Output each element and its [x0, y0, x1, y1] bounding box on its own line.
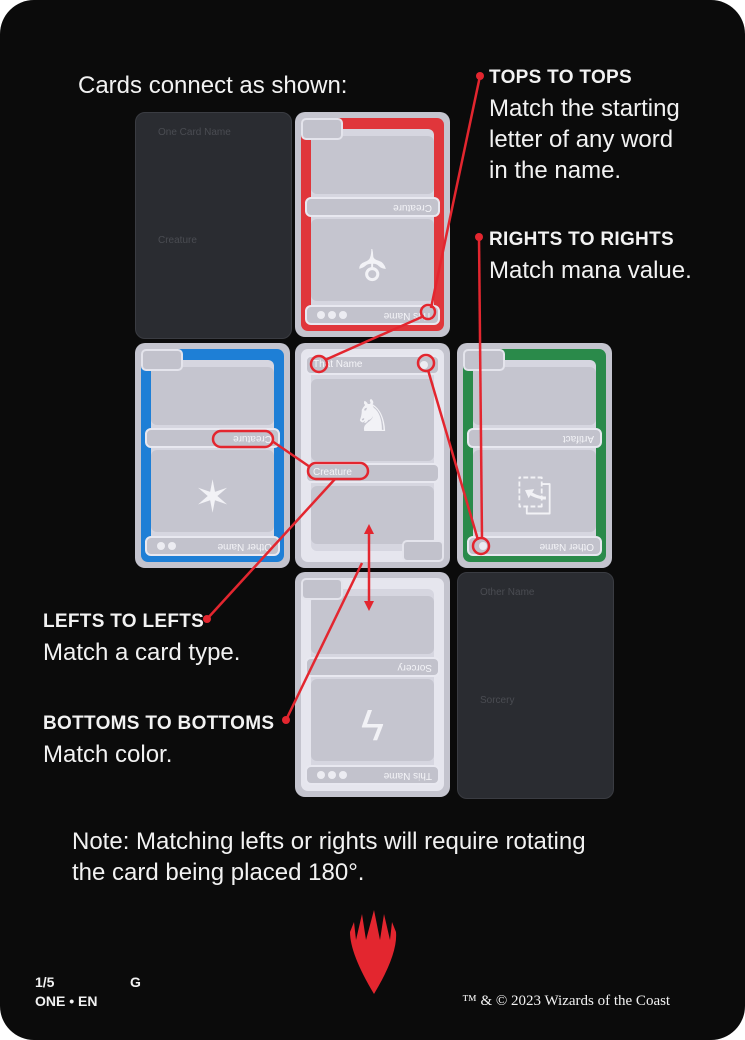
lefts-marker — [306, 461, 370, 481]
intro-text: Cards connect as shown: — [78, 72, 348, 99]
card-tab — [402, 540, 444, 562]
tops-line-link — [324, 314, 425, 362]
art-silhouette-icon: ♞ — [352, 392, 393, 441]
arrow-up-icon — [364, 524, 374, 534]
note-text: Note: Matching lefts or rights will requ… — [72, 828, 586, 886]
lefts-line — [206, 478, 336, 620]
faded-card-top-left: One Card Name Creature — [135, 112, 292, 339]
example-card-center: That Name ♞ Creature — [295, 343, 450, 568]
tops-marker — [309, 354, 329, 374]
set-code: ONE • EN — [35, 993, 98, 1009]
faded-card-bottom-right: Other Name Sorcery — [457, 572, 614, 799]
card-type: Sorcery — [480, 695, 515, 706]
planeswalker-logo-icon — [350, 910, 397, 994]
card-type: Creature — [313, 467, 352, 478]
card-name: That Name — [313, 359, 363, 370]
collector-number: 1/5 — [35, 974, 55, 990]
rights-line — [477, 236, 484, 540]
name-bar: That Name — [305, 355, 440, 375]
bottoms-line — [284, 562, 364, 721]
arrow-down-icon — [364, 601, 374, 611]
mana-dots — [420, 361, 428, 369]
lefts-line-link — [271, 439, 311, 469]
tops-marker — [419, 303, 437, 321]
card-name: Other Name — [480, 587, 535, 598]
rights-marker — [471, 536, 491, 556]
lefts-marker — [211, 429, 275, 449]
tops-line — [429, 75, 482, 309]
card-type: Creature — [158, 235, 197, 246]
rights-line-link — [426, 369, 480, 541]
card-name: One Card Name — [158, 127, 231, 138]
copyright: ™ & © 2023 Wizards of the Coast — [462, 993, 671, 1009]
rights-marker — [416, 353, 436, 373]
rarity: G — [130, 974, 141, 990]
